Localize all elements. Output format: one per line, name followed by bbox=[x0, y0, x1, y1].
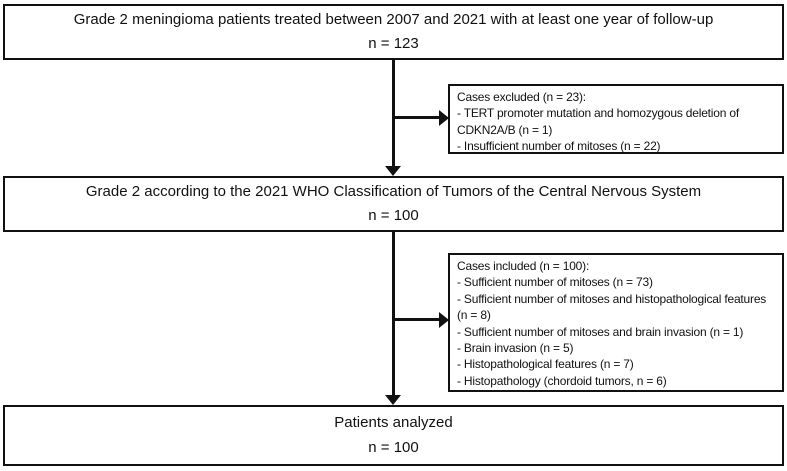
box-patients-analyzed: Patients analyzed n = 100 bbox=[3, 405, 784, 466]
branch-to-included-line bbox=[394, 318, 440, 321]
arrowhead-down-to-analyzed bbox=[385, 395, 401, 405]
box-cohort: Grade 2 meningioma patients treated betw… bbox=[3, 4, 784, 60]
arrowhead-down-to-who bbox=[385, 166, 401, 176]
box-patients-analyzed-title: Patients analyzed bbox=[334, 414, 453, 431]
box-who-classification-count: n = 100 bbox=[368, 206, 419, 224]
box-cases-included: Cases included (n = 100): - Sufficient n… bbox=[448, 253, 784, 392]
box-who-classification-title: Grade 2 according to the 2021 WHO Classi… bbox=[85, 183, 702, 201]
arrowhead-right-to-excluded bbox=[439, 110, 449, 126]
connector-who-to-analyzed-line bbox=[392, 232, 395, 396]
box-cohort-title: Grade 2 meningioma patients treated betw… bbox=[73, 11, 714, 29]
connector-top-to-who-line bbox=[392, 60, 395, 167]
arrowhead-right-to-included bbox=[439, 312, 449, 328]
box-cohort-count: n = 123 bbox=[368, 34, 419, 52]
box-who-classification: Grade 2 according to the 2021 WHO Classi… bbox=[3, 176, 784, 232]
box-cases-excluded: Cases excluded (n = 23): - TERT promoter… bbox=[448, 84, 784, 154]
branch-to-excluded-line bbox=[394, 116, 440, 119]
box-patients-analyzed-count: n = 100 bbox=[368, 439, 419, 456]
